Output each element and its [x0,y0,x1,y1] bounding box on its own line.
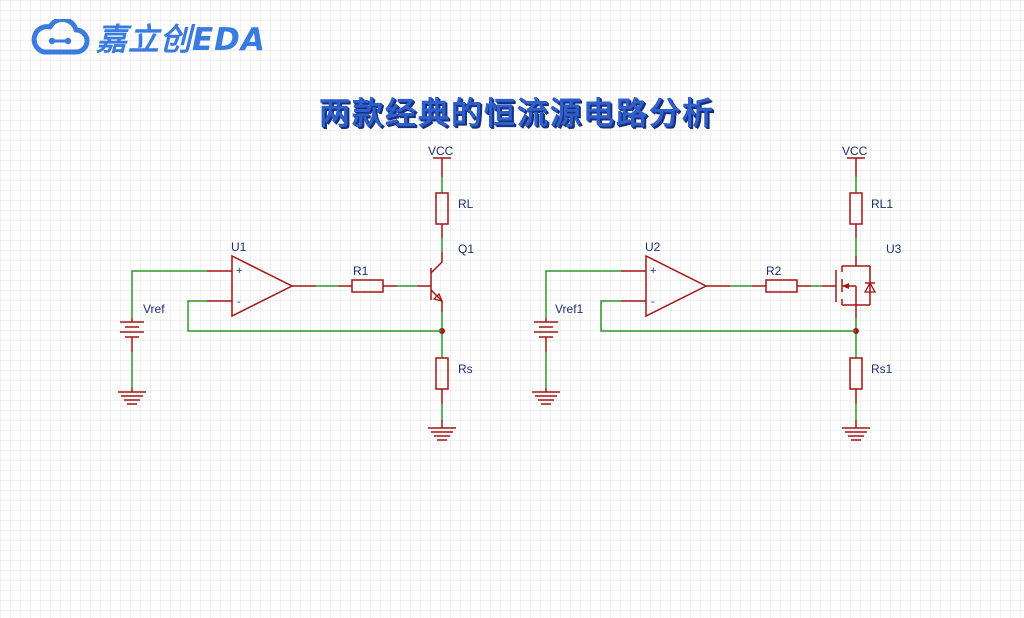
ref-wire-right [545,270,621,318]
opamp-plus-right: + [650,265,656,277]
battery-right [534,318,558,352]
reference-label-right: Vref1 [555,302,584,316]
sense-resistor-right [849,357,863,420]
opamp-minus-right: - [651,296,655,308]
cloud-icon [31,18,90,54]
logo: 嘉立创EDA [30,14,266,59]
sense-resistor-left [435,357,449,420]
vcc-symbol-right [847,157,865,177]
circuit-left: VCC RL Q1 Rs [118,144,474,441]
opamp-plus-left: + [236,265,242,277]
opamp-label-left: U1 [231,240,247,254]
load-resistor-left [435,177,449,252]
base-resistor-label-left: R1 [353,264,369,278]
vcc-label-right: VCC [842,144,868,158]
base-resistor-left [316,279,417,293]
mosfet [822,256,877,318]
battery-left [120,318,144,352]
ref-wire-left [131,270,207,318]
sense-label-left: Rs [458,362,473,376]
load-resistor-right [849,177,863,256]
page-title: 两款经典的恒流源电路分析 [319,96,715,132]
opamp-left [207,254,316,318]
sense-label-right: Rs1 [871,362,893,376]
opamp-minus-left: - [237,296,241,308]
feedback-wire-left [187,300,442,332]
gate-resistor-right [730,279,822,293]
ground-symbol-right-a [842,420,870,441]
feedback-wire-right [600,300,856,332]
vcc-symbol-left [433,157,451,177]
reference-label-left: Vref [143,302,165,316]
transistor-label-left: Q1 [458,242,474,256]
ground-symbol-left-b [118,388,146,405]
npn-transistor [417,252,444,312]
opamp-right [621,254,730,318]
ground-symbol-right-b [532,388,560,405]
circuit-right: VCC RL1 [532,144,902,441]
opamp-label-right: U2 [645,240,661,254]
logo-text: 嘉立创EDA [96,22,266,58]
vcc-label-left: VCC [428,144,454,158]
transistor-label-right: U3 [886,242,902,256]
load-label-left: RL [458,197,474,211]
gate-resistor-label-right: R2 [766,264,782,278]
ground-symbol-left-a [428,420,456,441]
load-label-right: RL1 [871,197,893,211]
